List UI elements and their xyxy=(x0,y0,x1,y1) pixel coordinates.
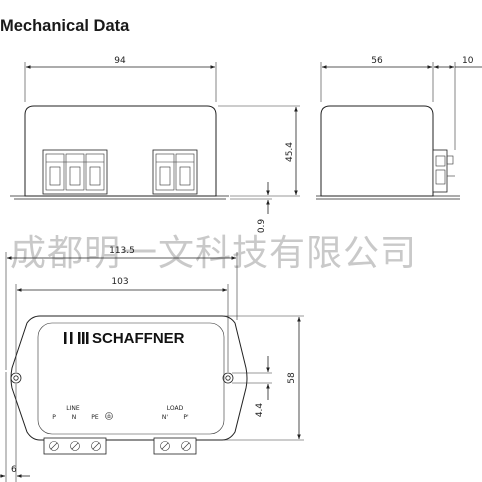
front-view: 94 45.4 0.9 xyxy=(10,56,300,233)
label-n: N xyxy=(72,414,77,421)
dim-front-width: 94 xyxy=(114,56,126,66)
label-pe: PE xyxy=(91,414,99,421)
dim-base-offset: 0.9 xyxy=(257,219,267,234)
dim-hole-offset: 4.4 xyxy=(255,403,265,418)
front-terminal-block-line xyxy=(42,149,108,195)
side-terminal xyxy=(432,149,455,193)
top-view: SCHAFFNER LINE LOAD P N PE N' P' xyxy=(0,246,304,482)
dim-overall-length: 113.5 xyxy=(109,246,135,256)
label-p: P xyxy=(52,414,56,421)
mounting-hole-left xyxy=(10,372,22,384)
top-terminal-block-load xyxy=(153,437,197,455)
top-housing xyxy=(37,322,225,435)
ground-symbol-icon xyxy=(105,412,113,420)
label-load: LOAD xyxy=(167,405,184,412)
dim-hole-pitch: 103 xyxy=(111,277,128,287)
schaffner-logo-icon xyxy=(64,332,89,344)
section-title: Mechanical Data xyxy=(0,17,130,35)
dim-side-width: 56 xyxy=(371,56,383,66)
dim-edge-offset: 6 xyxy=(11,465,17,475)
top-flange xyxy=(10,315,248,441)
label-n-prime: N' xyxy=(162,414,168,421)
mounting-hole-right xyxy=(222,372,234,384)
watermark: 成都明一文科技有限公司 xyxy=(10,233,418,274)
front-terminal-block-load xyxy=(152,149,198,195)
top-terminal-block-line xyxy=(43,437,107,455)
brand-name: SCHAFFNER xyxy=(92,330,185,347)
label-line: LINE xyxy=(66,405,80,412)
dim-height: 45.4 xyxy=(285,142,295,162)
side-view: 56 10 xyxy=(316,56,482,200)
side-housing xyxy=(320,105,434,197)
dim-side-extra: 10 xyxy=(462,56,474,66)
label-p-prime: P' xyxy=(183,414,189,421)
dim-plan-depth: 58 xyxy=(287,372,297,384)
